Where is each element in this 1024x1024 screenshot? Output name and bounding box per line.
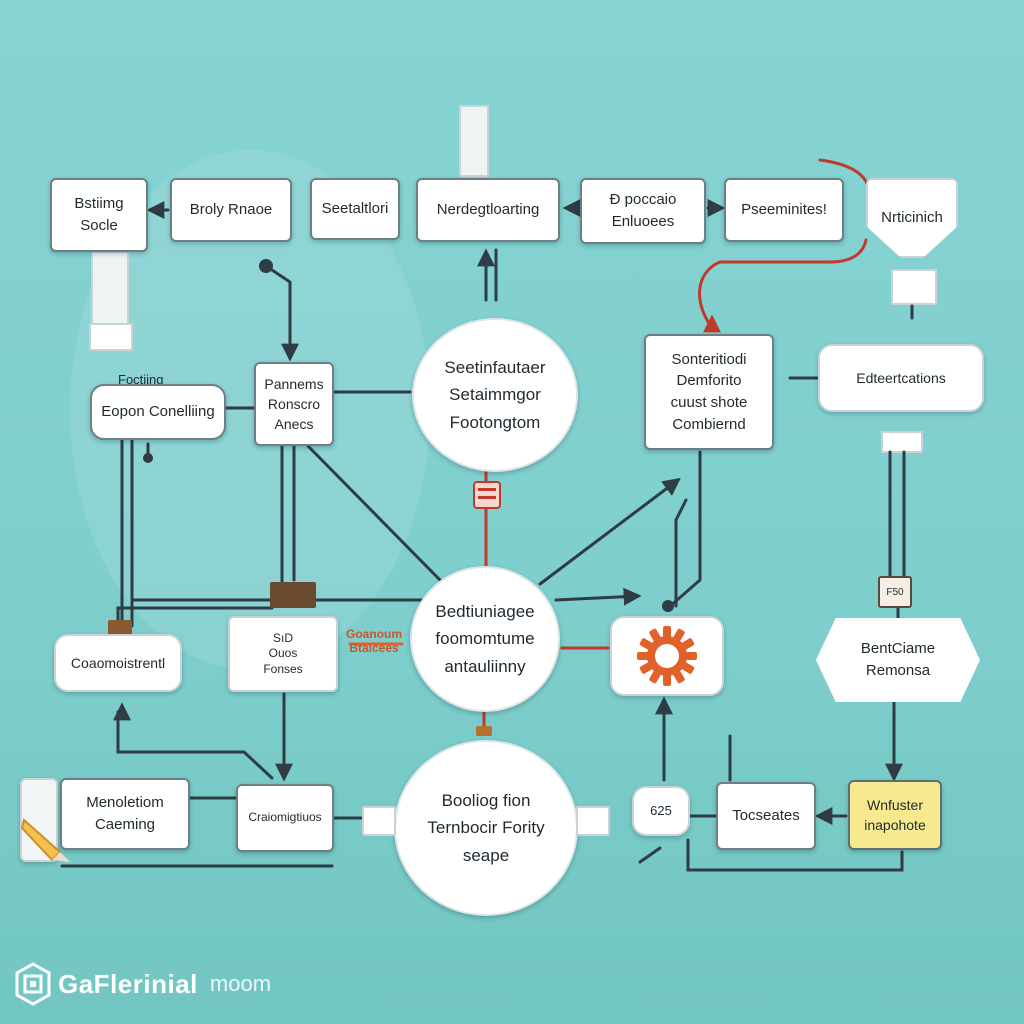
pipe-top xyxy=(459,105,489,177)
node-top-1[interactable]: Bstiimg Socle xyxy=(50,178,148,252)
center-bottom-tab-left xyxy=(362,806,396,836)
brand-footer: GaFlerinial moom xyxy=(14,962,271,1006)
pipe-left xyxy=(91,251,129,329)
node-top-3[interactable]: Seetaltlori xyxy=(310,178,400,240)
pipe-right-cap-2 xyxy=(881,431,923,453)
node-bottom-right-2[interactable]: Wnfuster inapohote xyxy=(848,780,942,850)
node-center-mid[interactable]: Bedtiuniagee foomomtume antauliinny xyxy=(410,566,560,712)
red-fitting xyxy=(473,481,501,509)
node-top-6[interactable]: Pseeminites! xyxy=(724,178,844,242)
brand-suffix: moom xyxy=(209,971,272,996)
knob-left xyxy=(143,453,153,463)
knob-top xyxy=(259,259,273,273)
link-bottom-baseline-right xyxy=(686,838,904,872)
node-left-mid[interactable]: Pannems Ronscro Anecs xyxy=(254,362,334,446)
node-top-4[interactable]: Nerdegtloarting xyxy=(416,178,560,242)
node-right-tag[interactable]: Edteertcations xyxy=(818,344,984,412)
link-left-horiz-a xyxy=(116,606,274,622)
brand-name: GaFlerinial xyxy=(58,968,198,999)
pipe-left-cap xyxy=(89,323,133,351)
link-leftmid-to-centermid xyxy=(306,444,442,582)
node-bottom-left[interactable]: Menoletiom Caeming xyxy=(60,778,190,850)
node-center-bottom[interactable]: Booliog fion Ternbocir Fority seape xyxy=(394,740,578,916)
pencil-icon xyxy=(20,818,70,862)
link-knob-to-leftmid xyxy=(264,264,299,362)
pencil-panel xyxy=(20,778,70,862)
label-floating: Foctiing xyxy=(118,372,164,387)
center-bottom-tab-right xyxy=(576,806,610,836)
pipe-right-cap xyxy=(891,269,937,305)
node-left-small[interactable]: SıD Ouos Fonses xyxy=(228,616,338,692)
link-centermid-to-rightmid xyxy=(538,477,681,586)
brand-logo-icon xyxy=(15,962,51,1006)
node-bottom-right-1[interactable]: Tocseates xyxy=(716,782,816,850)
node-center-top[interactable]: Seetinfautaer Setaimmgor Footongtom xyxy=(412,318,578,472)
orange-fitting xyxy=(108,620,132,636)
node-left-tag[interactable]: Eopon Conelliing xyxy=(90,384,226,440)
node-top-5[interactable]: Ð poccaio Enluoees xyxy=(580,178,706,244)
gear-icon xyxy=(637,626,697,686)
node-bottom-chip[interactable]: Craiomigtiuos xyxy=(236,784,334,852)
brown-fitting xyxy=(270,582,316,608)
link-rightmid-to-gear xyxy=(666,450,702,610)
node-right-hex[interactable]: BentCiame Remonsa xyxy=(816,618,980,702)
tag-right: F50 xyxy=(878,576,912,608)
node-top-2[interactable]: Broly Rnaoe xyxy=(170,178,292,242)
gear-node[interactable] xyxy=(610,616,724,696)
red-link-top6-to-rightmid xyxy=(698,238,868,330)
label-orange-note: Goanoum Btaicees xyxy=(346,627,402,655)
node-right-mid[interactable]: Sonteritiodi Demforito cuust shote Combi… xyxy=(644,334,774,450)
node-left-capsule[interactable]: Coaomoistrentl xyxy=(54,634,182,692)
knob-gear xyxy=(662,600,674,612)
link-small-tick xyxy=(638,846,662,864)
link-capsule-loop xyxy=(116,710,274,780)
link-gear-up xyxy=(674,498,688,608)
link-centermid-to-gear xyxy=(554,587,642,606)
small-fitting xyxy=(476,726,492,736)
node-bottom-small[interactable]: 625 xyxy=(632,786,690,836)
